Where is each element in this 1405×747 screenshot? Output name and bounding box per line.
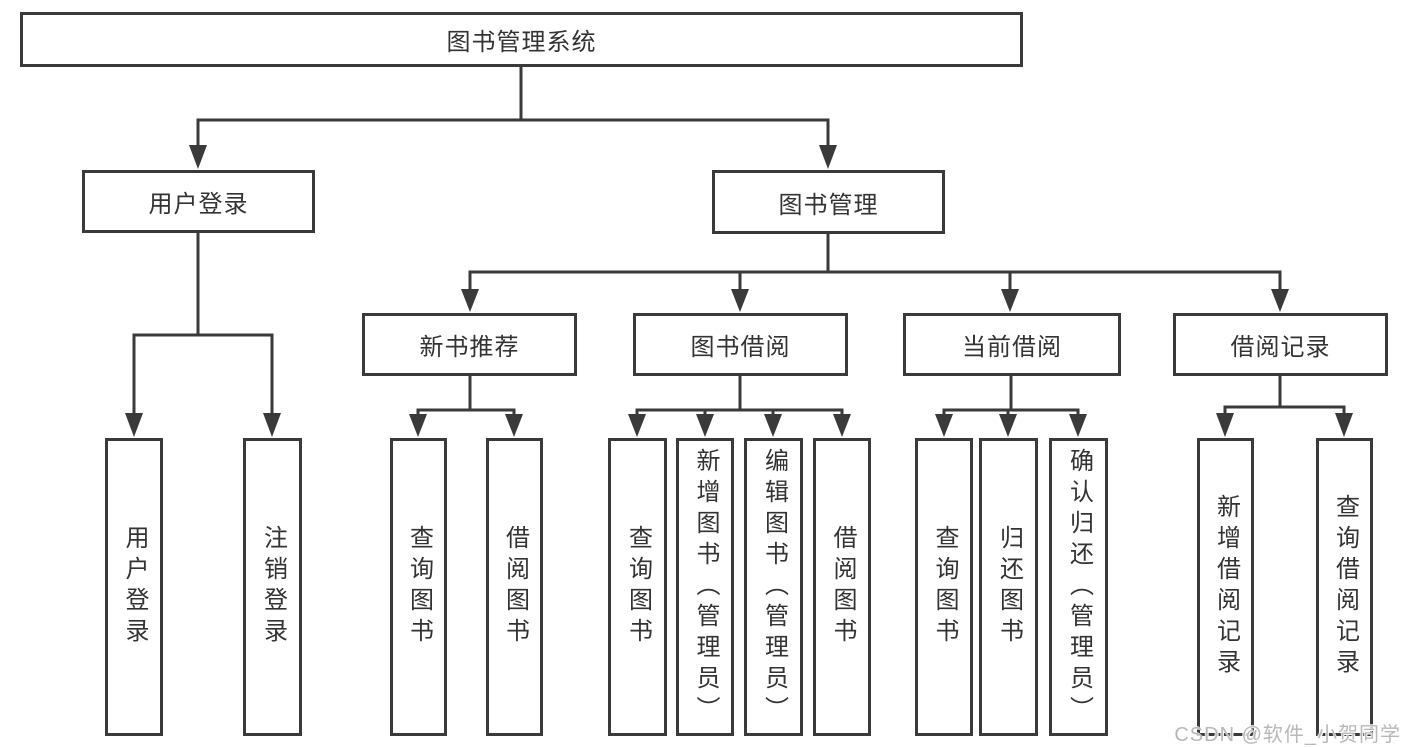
leaf-add-books-admin: 新增图书（管理员） — [676, 438, 734, 736]
leaf-borrow-books: 借阅图书 — [813, 438, 871, 736]
node-borrow-records: 借阅记录 — [1173, 313, 1388, 376]
leaf-label: 新增借阅记录 — [1212, 494, 1240, 680]
leaf-label: 查询图书 — [624, 525, 652, 649]
leaf-label: 查询借阅记录 — [1331, 494, 1359, 680]
connector-current-borrow-to-leaves — [935, 376, 1087, 437]
node-user-login: 用户登录 — [82, 170, 315, 233]
leaf-query-books-current: 查询图书 — [915, 438, 973, 736]
leaf-label: 归还图书 — [995, 525, 1023, 649]
leaf-query-books-recommend: 查询图书 — [390, 438, 447, 736]
node-label: 图书管理系统 — [446, 29, 597, 56]
node-current-borrow: 当前借阅 — [903, 313, 1121, 376]
leaf-return-books: 归还图书 — [979, 438, 1038, 736]
leaf-user-login: 用户登录 — [105, 438, 163, 736]
leaf-label: 编辑图书（管理员） — [760, 447, 788, 727]
node-label: 借阅记录 — [1230, 334, 1331, 361]
leaf-confirm-return-admin: 确认归还（管理员） — [1049, 438, 1108, 736]
leaf-add-borrow-record: 新增借阅记录 — [1197, 438, 1254, 736]
node-library-management-system: 图书管理系统 — [20, 12, 1023, 67]
connector-book-management-to-level3 — [461, 234, 1289, 312]
leaf-label: 新增图书（管理员） — [692, 447, 719, 727]
connector-root-to-level2 — [189, 67, 837, 169]
node-label: 用户登录 — [148, 191, 249, 218]
node-label: 图书管理 — [778, 191, 879, 219]
connector-book-borrow-to-leaves — [628, 376, 851, 437]
node-book-borrow: 图书借阅 — [633, 313, 848, 376]
connector-new-book-to-leaves — [409, 376, 523, 437]
leaf-label: 注销登录 — [259, 525, 287, 649]
node-label: 当前借阅 — [962, 334, 1062, 361]
leaf-label: 借阅图书 — [501, 525, 529, 649]
csdn-watermark: CSDN @软件_小贺同学 — [1174, 724, 1401, 746]
connector-user-login-to-leaves — [125, 233, 281, 437]
node-new-book-recommend: 新书推荐 — [362, 313, 577, 376]
leaf-label: 用户登录 — [121, 525, 148, 649]
leaf-label: 确认归还（管理员） — [1065, 447, 1093, 727]
node-label: 图书借阅 — [690, 334, 791, 361]
leaf-query-books-borrow: 查询图书 — [608, 438, 667, 736]
leaf-label: 借阅图书 — [829, 525, 856, 649]
node-book-management: 图书管理 — [712, 170, 945, 234]
node-label: 新书推荐 — [419, 334, 520, 361]
leaf-label: 查询图书 — [931, 525, 958, 649]
leaf-logout-login: 注销登录 — [243, 438, 302, 736]
connector-borrow-records-to-leaves — [1216, 376, 1353, 437]
leaf-borrow-books-recommend: 借阅图书 — [486, 438, 543, 736]
leaf-edit-books-admin: 编辑图书（管理员） — [744, 438, 803, 736]
leaf-query-borrow-record: 查询借阅记录 — [1316, 438, 1373, 736]
leaf-label: 查询图书 — [405, 525, 433, 649]
